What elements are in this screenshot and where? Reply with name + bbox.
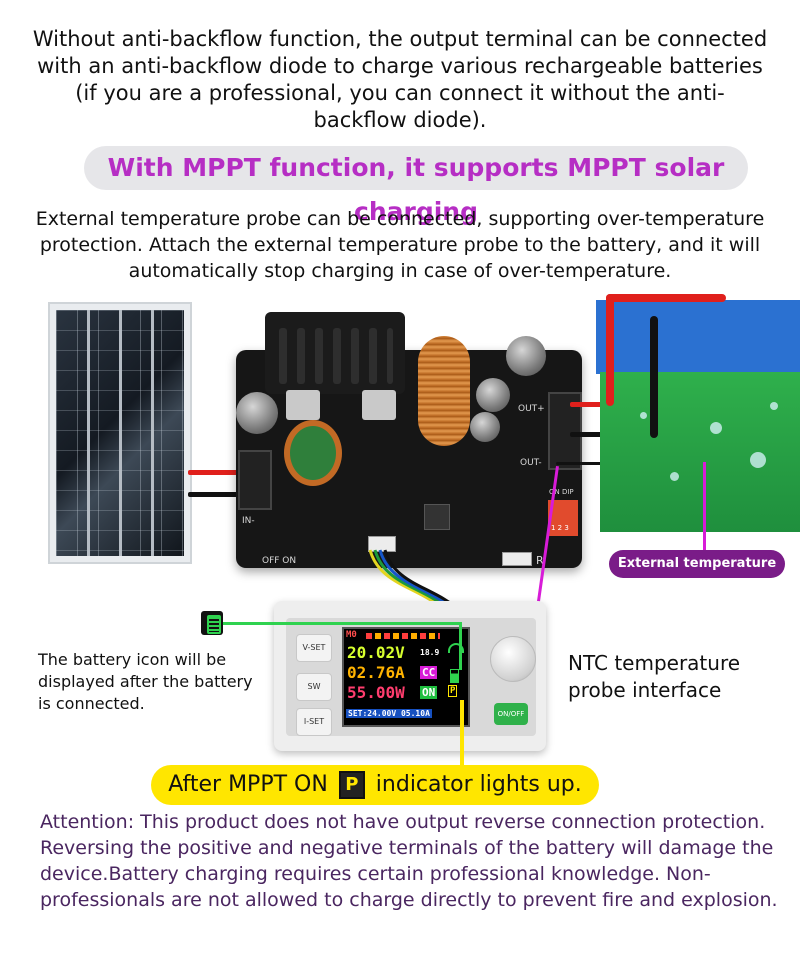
- external-probe-label: External temperature probe: [609, 550, 785, 599]
- heatsink: [265, 312, 405, 394]
- battery-red-cable: [606, 294, 726, 302]
- battery-icon-callout: [201, 611, 223, 635]
- silk-out-minus: OUT-: [520, 458, 542, 468]
- battery-top: [596, 300, 800, 374]
- mppt-banner: With MPPT function, it supports MPPT sol…: [84, 146, 748, 226]
- ntc-connector: [502, 552, 532, 566]
- voltage-readout: 20.02V: [347, 643, 405, 662]
- adjust-knob[interactable]: [490, 636, 536, 682]
- mppt-indicator-text-2: indicator lights up.: [375, 772, 582, 797]
- silk-off-on: OFF ON: [262, 556, 297, 566]
- solar-wire-black: [188, 492, 240, 497]
- battery-black-cable: [650, 316, 658, 438]
- capacitor-3: [476, 378, 510, 412]
- on-off-button[interactable]: ON/OFF: [494, 703, 528, 725]
- battery-icon: [207, 615, 221, 634]
- ntc-interface-label: NTC temperature probe interface: [568, 651, 741, 702]
- battery-red-cable-drop: [606, 294, 614, 406]
- output-wire-red: [570, 402, 610, 407]
- cc-badge: CC: [420, 666, 438, 679]
- silk-out-plus: OUT+: [518, 404, 545, 414]
- mosfet-1: [286, 390, 320, 420]
- input-terminal: [238, 450, 272, 510]
- mppt-indicator-text-1: After MPPT ON: [168, 772, 328, 797]
- i-set-button[interactable]: I-SET: [296, 708, 332, 736]
- preset-label: M0: [346, 630, 357, 640]
- mcu-chip: [424, 504, 450, 530]
- mppt-p-badge: P: [448, 685, 458, 697]
- lcd-screen: M0 20.02V 02.76A 55.00W 18.9 CC ON SET:2…: [342, 627, 470, 727]
- temperature-readout: 18.9: [420, 648, 440, 657]
- probe-pointer-line: [703, 462, 706, 552]
- copper-inductor: [418, 336, 470, 446]
- current-readout: 02.76A: [347, 663, 405, 682]
- capacitor-1: [236, 392, 278, 434]
- battery-callout-line-v: [459, 622, 462, 670]
- wifi-icon: [448, 643, 464, 653]
- battery-icon: [450, 669, 459, 683]
- battery-front: [600, 372, 800, 532]
- intro-paragraph: Without anti-backflow function, the outp…: [32, 27, 768, 132]
- silk-in: IN-: [242, 516, 255, 526]
- solar-wire-red: [188, 470, 240, 475]
- mosfet-2: [362, 390, 396, 420]
- on-badge: ON: [420, 686, 438, 699]
- preset-dots: [366, 633, 440, 639]
- set-line: SET:24.00V 05.10A: [346, 709, 432, 718]
- power-readout: 55.00W: [347, 683, 405, 702]
- v-set-button[interactable]: V-SET: [296, 634, 332, 662]
- mppt-indicator-banner: After MPPT ON P indicator lights up.: [151, 765, 599, 805]
- silk-dip-nums: 1 2 3: [551, 524, 569, 532]
- mppt-callout-line: [460, 700, 464, 768]
- attention-paragraph: Attention: This product does not have ou…: [40, 811, 778, 911]
- capacitor-2: [506, 336, 546, 376]
- temp-probe-paragraph: External temperature probe can be connec…: [35, 208, 765, 282]
- green-toroid: [284, 420, 342, 486]
- solar-panel-image: [48, 302, 192, 564]
- capacitor-4: [470, 412, 500, 442]
- mppt-p-symbol: P: [338, 771, 365, 799]
- silk-on-dip: ON DIP: [549, 488, 574, 496]
- output-wire-black: [570, 432, 626, 437]
- battery-callout-line-h: [223, 622, 462, 625]
- silk-r: R: [536, 554, 544, 567]
- battery-icon-note: The battery icon will be displayed after…: [38, 650, 253, 713]
- sw-button[interactable]: SW: [296, 673, 332, 701]
